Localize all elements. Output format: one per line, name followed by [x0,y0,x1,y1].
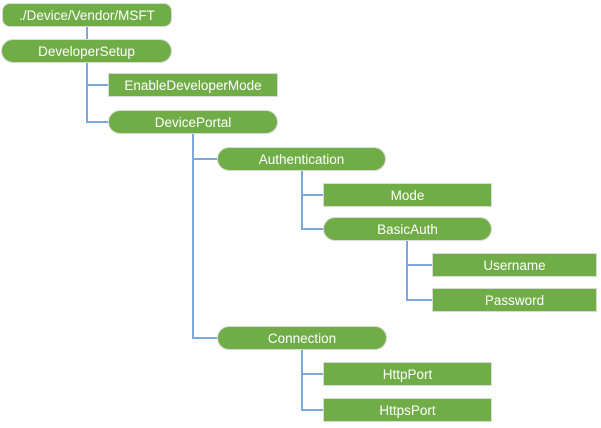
tree-node-mode: Mode [323,183,492,207]
tree-node-deviceportal: DevicePortal [108,110,278,134]
connector-authentication-trunk [301,171,303,230]
connector-developersetup-trunk [86,63,88,123]
connector-connection-trunk [301,350,303,411]
tree-node-connection: Connection [217,326,387,350]
tree-node-enabledevelopermode: EnableDeveloperMode [108,73,278,97]
tree-node-developersetup: DeveloperSetup [1,39,172,63]
connector-deviceportal-trunk [192,134,194,339]
connector-branch-basicauth [302,228,323,230]
tree-node-username: Username [432,253,597,277]
connector-root-to-developersetup [86,27,88,39]
tree-node-httpport: HttpPort [323,362,492,386]
connector-branch-mode [302,194,323,196]
tree-node-device-vendor-msft: ./Device/Vendor/MSFT [2,3,172,27]
connector-branch-httpsport [302,409,323,411]
tree-node-httpsport: HttpsPort [323,398,492,422]
connector-branch-httpport [302,373,323,375]
connector-branch-deviceportal [87,121,108,123]
tree-node-basicauth: BasicAuth [323,217,492,241]
connector-branch-authentication [193,158,217,160]
tree-node-authentication: Authentication [217,147,386,171]
connector-branch-enabledevelopermode [87,84,108,86]
connector-branch-username [407,264,432,266]
connector-branch-password [407,299,432,301]
connector-branch-connection [193,337,217,339]
tree-node-password: Password [432,288,597,312]
connector-basicauth-trunk [406,241,408,301]
